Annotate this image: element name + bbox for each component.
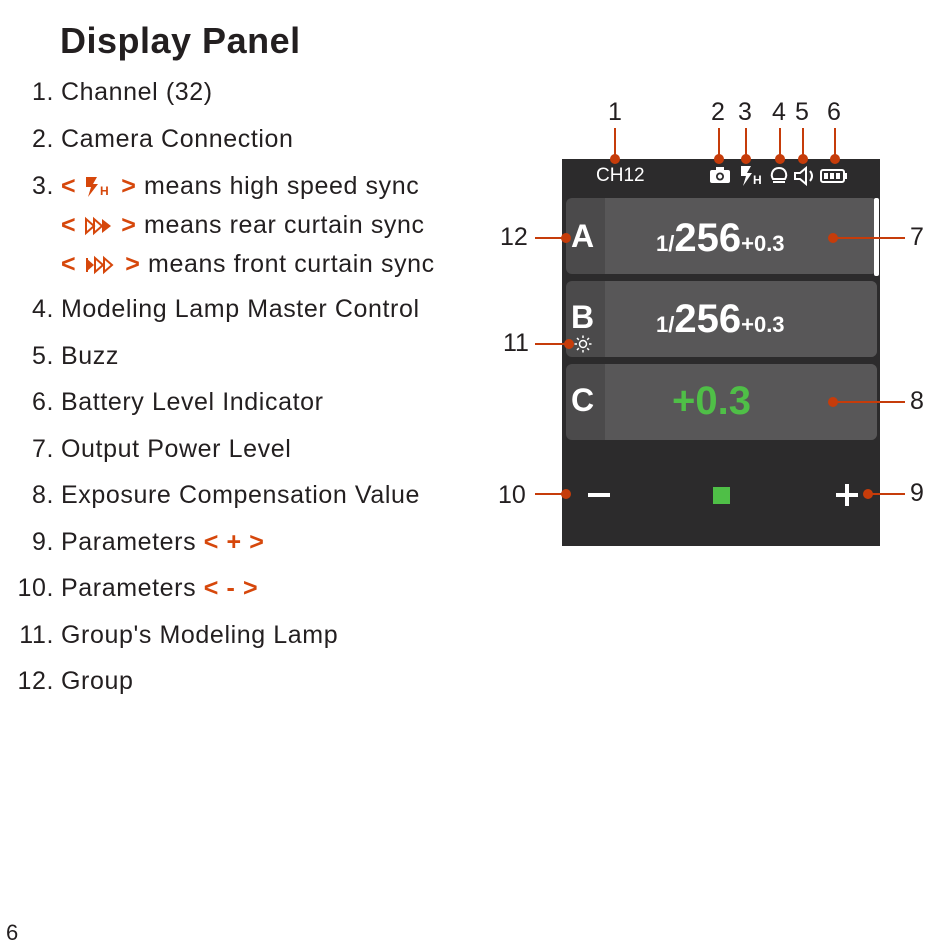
channel-label: CH12 xyxy=(596,165,645,186)
callout-4: 4 xyxy=(772,98,786,126)
callout-9: 9 xyxy=(910,479,924,507)
callout-1: 1 xyxy=(608,98,622,126)
display-panel: CH12 H A 1/256+0 xyxy=(562,159,880,546)
sun-icon xyxy=(574,335,592,353)
callout-3: 3 xyxy=(738,98,752,126)
page-title: Display Panel xyxy=(60,20,301,61)
output-power-value: 1/256+0.3 xyxy=(656,297,785,341)
group-letter: B xyxy=(571,299,595,335)
callout-8: 8 xyxy=(910,387,924,415)
modeling-lamp-icon xyxy=(770,166,788,183)
callout-11: 11 xyxy=(503,329,529,357)
green-indicator xyxy=(713,487,730,504)
group-row-c[interactable]: C +0.3 xyxy=(566,364,877,440)
svg-text:H: H xyxy=(100,184,109,198)
battery-icon xyxy=(820,169,847,183)
minus-button[interactable] xyxy=(588,493,610,497)
group-row-b[interactable]: B 1/256+0.3 xyxy=(566,281,877,357)
group-letter: C xyxy=(571,382,595,418)
high-speed-sync-icon: H xyxy=(741,166,762,187)
rear-curtain-sync-icon xyxy=(84,217,111,236)
group-letter: A xyxy=(571,218,595,254)
plus-button-vertical xyxy=(845,484,849,506)
callout-7: 7 xyxy=(910,223,924,251)
speaker-icon xyxy=(794,166,813,186)
callout-2: 2 xyxy=(711,98,725,126)
page-number: 6 xyxy=(6,920,19,945)
svg-text:H: H xyxy=(753,173,762,187)
output-power-value: 1/256+0.3 xyxy=(656,216,785,260)
callout-12: 12 xyxy=(500,223,528,251)
camera-icon xyxy=(710,167,730,183)
high-speed-sync-icon: H xyxy=(85,177,109,198)
callout-5: 5 xyxy=(795,98,809,126)
exposure-compensation-value: +0.3 xyxy=(672,379,751,423)
callout-10: 10 xyxy=(498,481,526,509)
group-row-a[interactable]: A 1/256+0.3 xyxy=(566,198,877,274)
front-curtain-sync-icon xyxy=(85,256,114,275)
callout-6: 6 xyxy=(827,98,841,126)
